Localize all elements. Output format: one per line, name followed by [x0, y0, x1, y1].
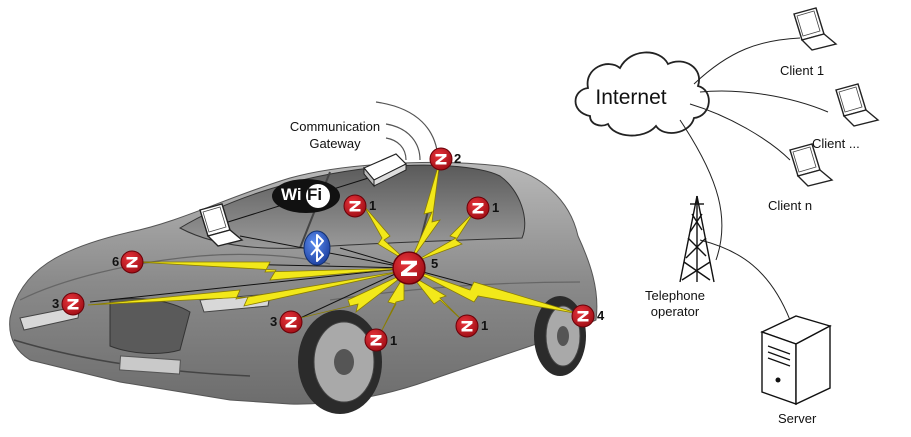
zigbee-node-number: 1	[369, 198, 377, 213]
communication-gateway-icon	[363, 153, 408, 188]
telephone-tower-icon	[679, 195, 715, 283]
zigbee-node-icon	[429, 147, 453, 171]
network-connection-lines	[679, 37, 829, 321]
client-label: Client ...	[812, 136, 860, 151]
client-label: Client n	[768, 198, 813, 213]
wireless-link-bolts	[87, 159, 581, 335]
car-illustration	[9, 161, 598, 414]
zigbee-node-number: 3	[52, 296, 60, 311]
telephone-operator-label-line: operator	[650, 304, 700, 319]
zigbee-node-number: 6	[112, 254, 120, 269]
zigbee-node-icon	[571, 304, 595, 328]
zigbee-node-icon	[392, 251, 426, 285]
client-label: Client 1	[780, 63, 825, 78]
zigbee-node-icon	[455, 314, 479, 338]
internet-cloud-icon	[574, 51, 710, 137]
zigbee-node-icon	[61, 292, 85, 316]
wifi-logo-text-fi: Fi	[307, 185, 323, 204]
internet-label: Internet	[595, 86, 667, 109]
zigbee-node-number: 1	[492, 200, 500, 215]
wifi-logo	[272, 179, 340, 213]
zigbee-node-number: 1	[390, 333, 398, 348]
telephone-operator-label-line: Telephone	[645, 288, 705, 303]
zigbee-node-number: 5	[431, 256, 439, 271]
zigbee-node-icon	[466, 196, 490, 220]
zigbee-node-icon	[364, 328, 388, 352]
wifi-logo-text-wi: Wi	[281, 185, 302, 204]
zigbee-node-number: 2	[454, 151, 462, 166]
gateway-label-line: Communication	[289, 119, 381, 134]
communication-gateway-label: Communication Gateway	[270, 118, 400, 152]
zigbee-node-icon	[343, 194, 367, 218]
zigbee-node-icon	[279, 310, 303, 334]
zigbee-node-number: 4	[597, 308, 605, 323]
server-label: Server	[778, 411, 817, 426]
client-laptop-icon	[835, 83, 879, 127]
zigbee-node-icon	[120, 250, 144, 274]
zigbee-node-number: 1	[481, 318, 489, 333]
zigbee-node-number: 3	[270, 314, 278, 329]
bluetooth-icon	[303, 230, 331, 266]
server-icon	[760, 315, 832, 406]
client-laptop-icon	[793, 7, 837, 51]
telephone-operator-label: Telephone operator	[630, 288, 720, 320]
gateway-label-line: Gateway	[309, 136, 361, 151]
